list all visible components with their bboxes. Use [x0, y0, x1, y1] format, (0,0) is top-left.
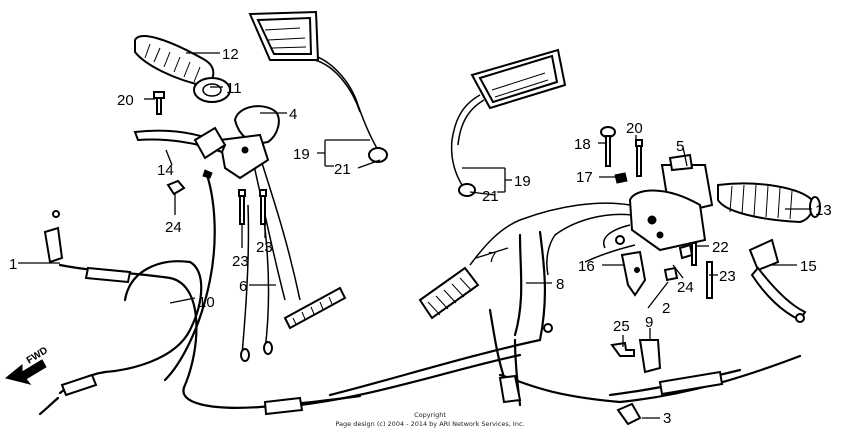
right-grip	[717, 182, 821, 224]
copyright-line-2: Page design (c) 2004 - 2014 by ARI Netwo…	[335, 420, 524, 428]
callout-22: 22	[712, 239, 729, 256]
callout-18: 18	[574, 136, 591, 153]
right-connector	[418, 266, 480, 320]
callout-23a: 23	[232, 253, 249, 270]
callout-17: 17	[576, 169, 593, 186]
leader-lines	[18, 52, 812, 419]
callout-8: 8	[556, 276, 564, 293]
callout-20b: 20	[626, 120, 643, 137]
callout-9: 9	[645, 314, 653, 331]
callout-4: 4	[289, 106, 297, 123]
callout-20a: 20	[117, 92, 134, 109]
fwd-arrow	[4, 359, 47, 385]
cable-routing	[38, 54, 802, 416]
callout-19b: 19	[514, 173, 531, 190]
callout-19a: 19	[293, 146, 310, 163]
callout-21b: 21	[482, 188, 499, 205]
callout-12: 12	[222, 46, 239, 63]
switch-connector	[240, 286, 347, 362]
callout-23b: 23	[256, 239, 273, 256]
clutch-lever	[133, 126, 227, 179]
callout-25: 25	[613, 318, 630, 335]
callout-24a: 24	[165, 219, 182, 236]
callout-6: 6	[239, 278, 247, 295]
callout-14: 14	[157, 162, 174, 179]
callout-3: 3	[663, 410, 671, 427]
callout-24b: 24	[677, 279, 694, 296]
callout-15: 15	[800, 258, 817, 275]
callout-5: 5	[676, 138, 684, 155]
callout-13: 13	[815, 202, 832, 219]
callout-2: 2	[662, 300, 670, 317]
callout-7: 7	[488, 249, 496, 266]
left-grip	[134, 35, 231, 103]
callout-21a: 21	[334, 161, 351, 178]
right-switch	[628, 153, 714, 252]
callout-16: 16	[578, 258, 595, 275]
left-mirror	[248, 10, 388, 163]
callout-1: 1	[9, 256, 17, 273]
callout-numbers: 1 2 3 4 5 6 7 8 9 10 11 12 13 14 15 16 1…	[9, 46, 832, 427]
right-mirror	[458, 48, 567, 197]
left-switch	[218, 105, 280, 180]
copyright-line-1: Copyright	[414, 411, 446, 419]
right-fasteners	[600, 126, 713, 426]
brake-lever	[748, 238, 807, 323]
left-fasteners	[153, 91, 267, 225]
callout-10: 10	[198, 294, 215, 311]
cable-adjusters	[43, 210, 724, 416]
callout-23c: 23	[719, 268, 736, 285]
callout-11: 11	[226, 80, 242, 97]
